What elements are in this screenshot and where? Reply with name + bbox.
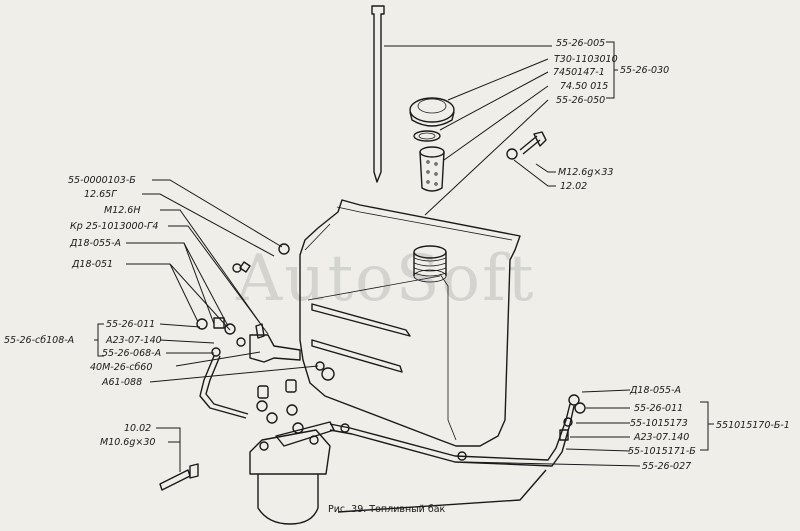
fuel-tank [299,199,521,461]
label-55-26-027: 55-26-027 [642,461,691,472]
mount-bolt [506,131,547,160]
label-d18-055-a-left: Д18-055-А [69,238,121,249]
label-m12-6n: М12.6Н [104,205,141,216]
label-40m-26-sb60: 40М-26-сб60 [90,362,152,373]
label-55-26-050: 55-26-050 [556,95,605,106]
dipstick-rod [371,5,385,183]
label-10-02: 10.02 [124,423,151,434]
gasket-ring [413,130,441,142]
label-d18-055-a-right: Д18-055-А [629,385,681,396]
label-m10-bolt: М10.6g×30 [100,437,155,448]
label-m12-bolt: М12.6g×33 [558,167,613,178]
label-55-26-011-left: 55-26-011 [106,319,155,330]
figure-caption: Рис. 39. Топливный бак [328,504,446,515]
label-551015170-b-1: 551015170-Б-1 [716,420,790,431]
leader-lines [94,41,714,472]
callout-labels: 55-26-005 Т30-1103010 7450147-1 55-26-03… [4,38,790,515]
label-kr25-valve: Кр 25-1013000-Г4 [70,221,158,232]
fuel-line-left [199,355,249,419]
label-d18-051: Д18-051 [71,259,113,270]
fuel-line-right [329,394,586,513]
label-12-02: 12.02 [560,181,587,192]
label-55-26-030: 55-26-030 [620,65,669,76]
label-a61-088: А61-088 [101,377,142,388]
label-12-65g: 12.65Г [84,189,117,200]
label-55-26-068-a: 55-26-068-А [102,348,161,359]
label-t30-1103010: Т30-1103010 [554,54,618,65]
label-74-50-015: 74.50 015 [560,81,608,92]
label-55-26-011-right: 55-26-011 [634,403,683,414]
label-a23-07-140-left: А23-07-140 [105,335,162,346]
filler-strainer [419,146,445,192]
label-7450147-1: 7450147-1 [553,67,605,78]
label-55-1015171-b: 55-1015171-Б [628,446,696,457]
filler-cap [409,97,455,127]
fuel-filter [159,379,335,525]
label-55-26-sb108-a: 55-26-сб108-А [4,335,74,346]
label-a23-07-140-right: А23-07.140 [633,432,689,443]
label-55-26-005: 55-26-005 [556,38,605,49]
label-55-1015173: 55-1015173 [630,418,688,429]
label-55-0000103-b: 55-0000103-Б [68,175,136,186]
